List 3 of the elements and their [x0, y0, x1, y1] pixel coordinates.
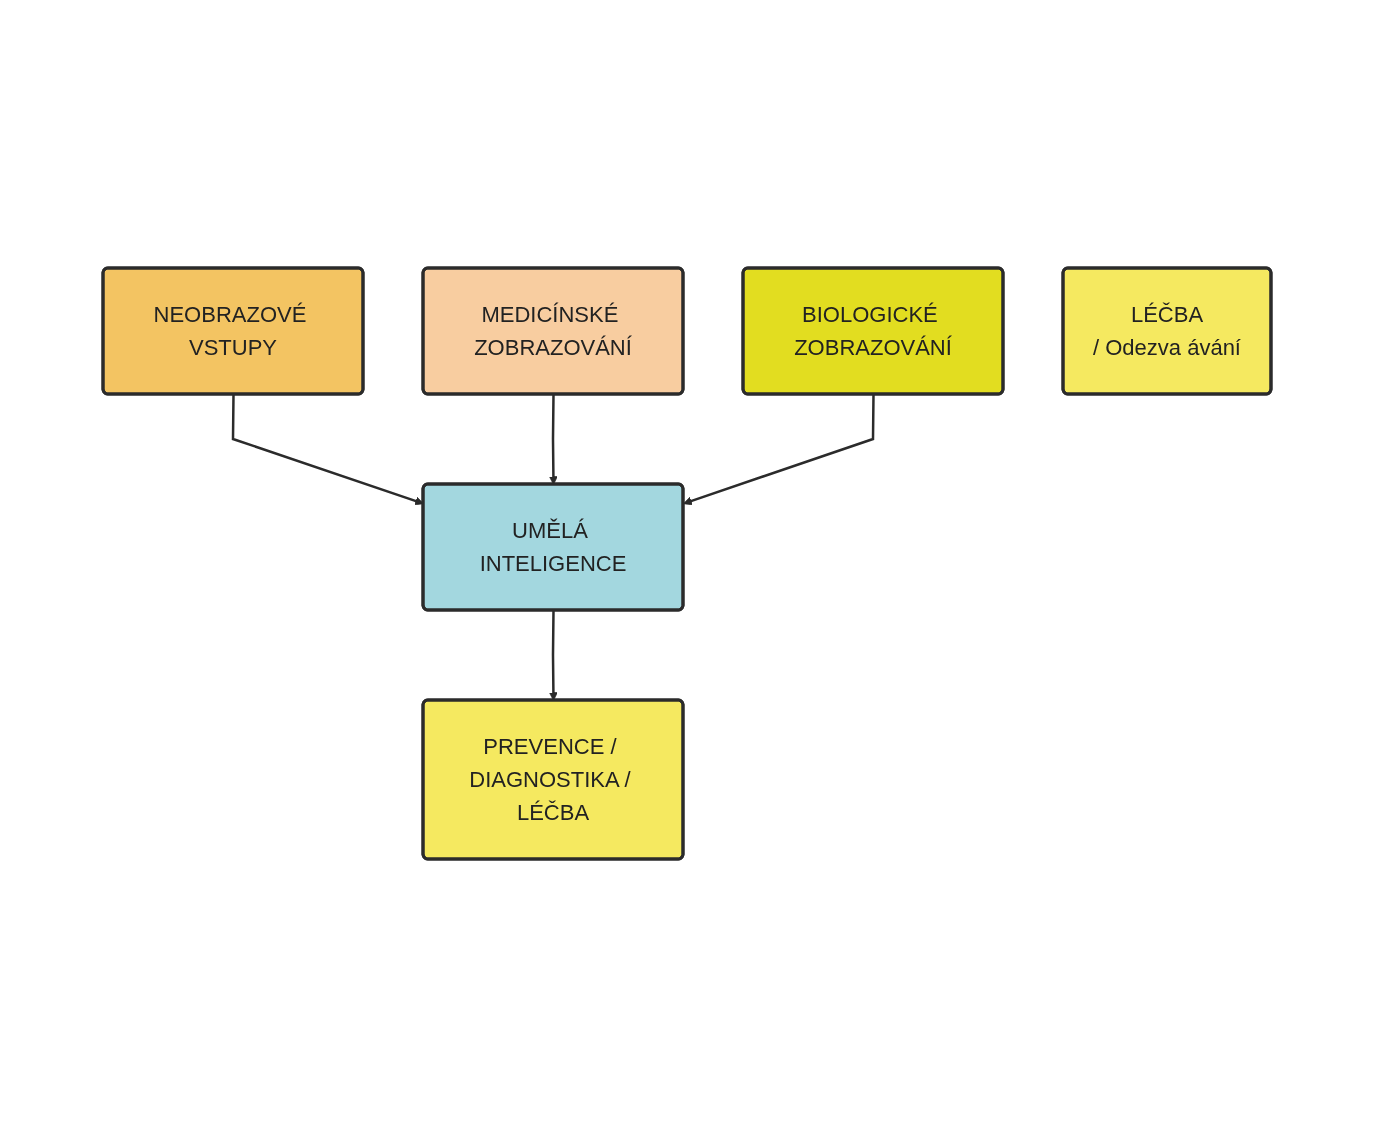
arrow — [548, 610, 558, 701]
arrow — [548, 394, 558, 485]
arrow — [682, 394, 875, 506]
